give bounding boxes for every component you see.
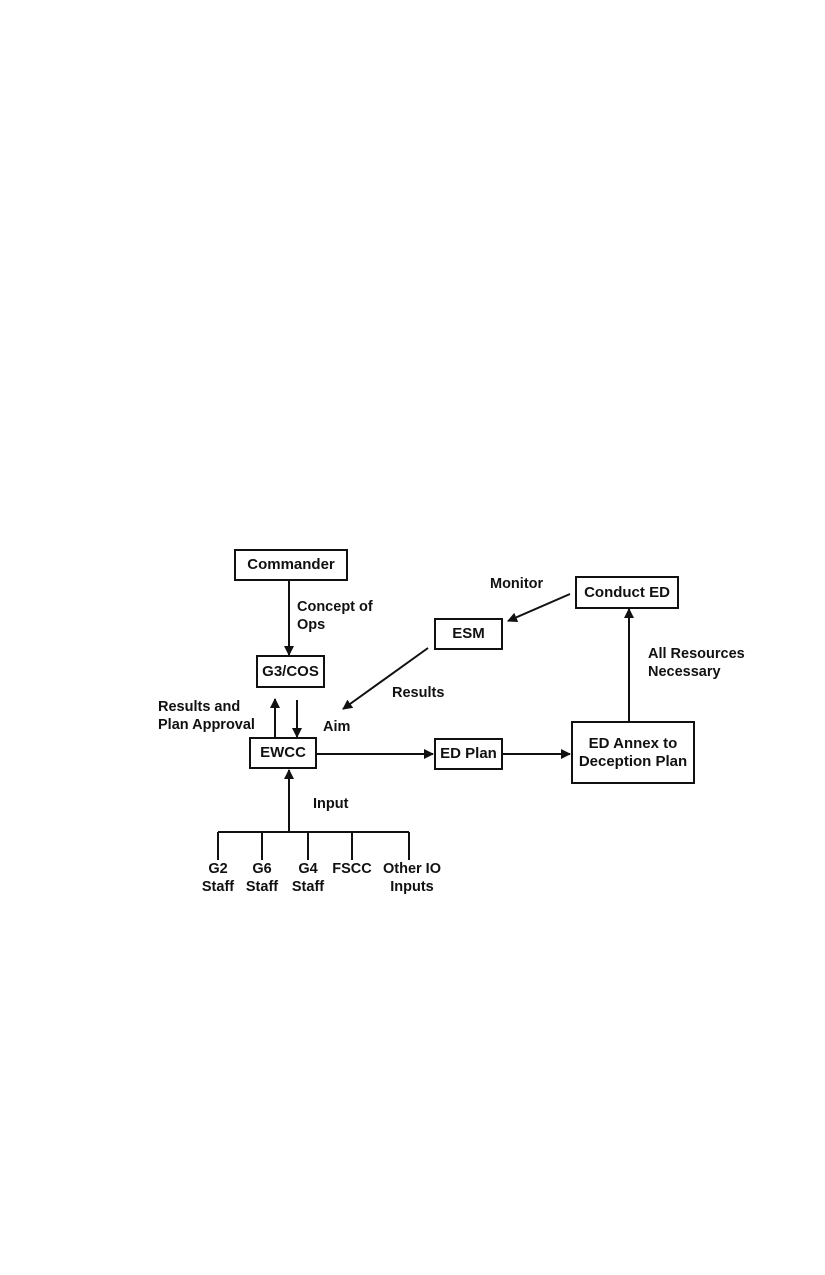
esm-box: ESM — [434, 618, 503, 650]
input-g2-staff: G2 Staff — [201, 861, 235, 895]
commander-box: Commander — [234, 549, 348, 581]
label-concept-of-ops: Concept of Ops — [297, 599, 373, 633]
arrow-esm-to-ewcc — [342, 647, 429, 710]
label-results: Results — [392, 685, 445, 701]
arrow-conduct-to-esm — [507, 593, 571, 622]
conduct-ed-box: Conduct ED — [575, 576, 679, 609]
input-fscc: FSCC — [332, 861, 372, 877]
ed-plan-box: ED Plan — [434, 738, 503, 770]
input-g4-staff: G4 Staff — [291, 861, 325, 895]
g3-cos-box: G3/COS — [256, 655, 325, 688]
label-input: Input — [313, 796, 349, 812]
ed-annex-box: ED Annex to Deception Plan — [571, 721, 695, 784]
input-other-io-inputs: Other IO Inputs — [382, 861, 441, 895]
ewcc-box: EWCC — [249, 737, 317, 769]
label-aim: Aim — [323, 719, 351, 735]
label-monitor: Monitor — [490, 576, 544, 592]
label-all-resources-necessary: All Resources Necessary — [648, 646, 745, 680]
label-results-and-plan-approval: Results and Plan Approval — [158, 699, 255, 733]
input-g6-staff: G6 Staff — [245, 861, 279, 895]
